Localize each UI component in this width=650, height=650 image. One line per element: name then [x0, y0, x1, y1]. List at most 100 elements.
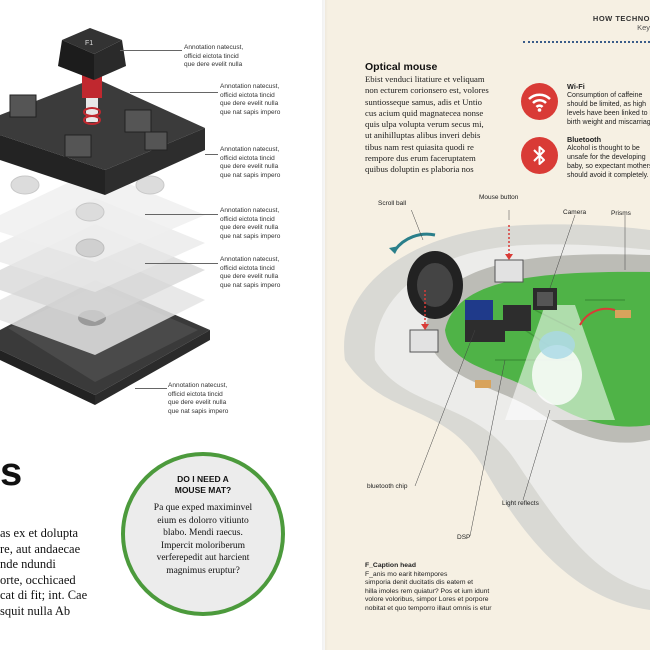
body-line: quis ulpa volupta verum secus mi,	[365, 119, 484, 130]
caption-line: hilla imoles rem quiatur? Pos et ium idu…	[365, 587, 490, 595]
caption-line: F_anis mo earit hitempores	[365, 570, 448, 578]
left-page: F1 Annotation natecust, officid eictota …	[0, 28, 310, 619]
annotation-line: Annotation natecust,	[168, 382, 228, 389]
annotation-1: Annotation natecust, officid eictota tin…	[184, 44, 274, 70]
bluetooth-note-line: should avoid it completely.	[567, 172, 649, 179]
body-line: nde ndundi	[0, 557, 56, 571]
wifi-note: Wi-Fi Consumption of caffeine should be …	[567, 82, 650, 127]
wifi-icon	[521, 83, 558, 120]
bluetooth-note-line: Alcohol is thought to be	[567, 145, 640, 152]
annotation-line: Annotation natecust,	[184, 44, 244, 51]
annotation-line: Annotation natecust,	[220, 83, 280, 90]
label-scroll-ball: Scroll ball	[378, 200, 407, 207]
annotation-line: que nat sapis impero	[168, 407, 229, 415]
wifi-note-line: Consumption of caffeine	[567, 92, 643, 99]
annotation-4: Annotation natecust, officid eictota tin…	[220, 207, 310, 241]
caption-line: nobitat et quo temporro illaut omnis is …	[365, 604, 492, 612]
body-line: rempore dus erum faceruptatem	[365, 153, 476, 164]
annotation-line: officid eictota tincid	[220, 91, 275, 99]
bluetooth-title: Bluetooth	[567, 135, 602, 144]
body-line: cat di fit; int. Cae	[0, 588, 88, 602]
mouse-mat-callout: DO I NEED A MOUSE MAT? Pa que exped maxi…	[121, 452, 285, 616]
annotation-line: que dere evelit nulla	[220, 224, 279, 231]
body-line: tibus nam rest quiasita quodi re	[365, 141, 474, 152]
annotation-line: que nat sapis impero	[220, 171, 281, 179]
annotation-line: que dere evelit nulla	[220, 100, 279, 107]
callout-question-line: DO I NEED A	[177, 474, 229, 484]
header-subtitle: Key	[637, 23, 650, 32]
callout-question: DO I NEED A MOUSE MAT?	[125, 474, 281, 496]
page-gutter	[322, 0, 328, 650]
body-line: orte, occhicaed	[0, 572, 76, 587]
wifi-note-line: birth weight and miscarriage	[567, 119, 650, 126]
annotation-6: Annotation natecust, officid eictota tin…	[168, 382, 258, 416]
annotation-line: que dere evelit nulla	[168, 399, 227, 406]
annotation-line: que dere evelit nulla	[220, 273, 279, 280]
annotation-line: que nat sapis impero	[220, 108, 281, 116]
body-line: cus acium quid magnatecea nonse	[365, 107, 484, 118]
label-light-reflects: Light reflects	[502, 500, 539, 507]
header-section: HOW TECHNO	[592, 14, 650, 23]
annotation-2: Annotation natecust, officid eictota tin…	[220, 83, 310, 117]
label-dsp: DSP	[457, 534, 471, 541]
callout-answer-line: verferepedit aut harcient	[156, 553, 250, 563]
svg-text:F1: F1	[85, 40, 93, 47]
keyboard-key-exploded-illustration: F1	[0, 28, 210, 405]
bluetooth-note-line: unsafe for the developing	[567, 154, 646, 161]
callout-question-line: MOUSE MAT?	[174, 485, 232, 495]
left-body-text: as ex et dolupta re, aut andaecae nde nd…	[0, 526, 87, 619]
annotation-leader	[135, 388, 167, 389]
body-line: ut anihilluptas alibus inveri debis	[365, 130, 481, 141]
annotation-line: officid eictota tincid	[220, 264, 275, 272]
annotation-5: Annotation natecust, officid eictota tin…	[220, 256, 310, 290]
section-heading-fragment: s	[0, 450, 23, 494]
body-line: non ecturem corionsero est, volores	[365, 85, 489, 96]
article-title: Optical mouse	[365, 61, 438, 73]
bluetooth-icon	[521, 137, 558, 174]
callout-answer-line: eium es dolorro vitiunto	[157, 515, 249, 526]
wifi-note-line: should be limited, as high	[567, 101, 646, 108]
article-body: Ebist venduci litatiure et veliquam non …	[365, 74, 489, 176]
annotation-leader	[145, 214, 218, 215]
label-bluetooth-chip: bluetooth chip	[367, 483, 408, 490]
body-line: Ebist venduci litatiure et veliquam	[365, 74, 485, 84]
caption-line: simporia denit ducitatis dis eatem et	[365, 579, 474, 587]
callout-answer: Pa que exped maximinvel eium es dolorro …	[125, 502, 281, 577]
wifi-note-line: levels have been linked to lo	[567, 110, 650, 117]
figure-caption: F_Caption head F_anis mo earit hitempore…	[365, 562, 492, 614]
callout-answer-line: magnimus eruptur?	[166, 565, 240, 576]
annotation-3: Annotation natecust, officid eictota tin…	[220, 146, 310, 180]
label-prisms: Prisms	[611, 210, 631, 217]
annotation-line: officid eictota tincid	[220, 154, 275, 162]
label-camera: Camera	[563, 209, 587, 216]
annotation-leader	[120, 50, 182, 51]
annotation-leader	[205, 154, 218, 155]
running-header: HOW TECHNO Key	[593, 14, 650, 32]
annotation-line: que nat sapis impero	[220, 232, 281, 240]
annotation-line: officid eictota tincid	[220, 215, 275, 223]
label-mouse-button: Mouse button	[479, 194, 519, 201]
callout-answer-line: blabo. Mendi raecus.	[163, 528, 243, 538]
annotation-line: Annotation natecust,	[220, 256, 280, 263]
bluetooth-note: Bluetooth Alcohol is thought to be unsaf…	[567, 135, 650, 180]
annotation-leader	[145, 263, 218, 264]
annotation-line: officid eictota tincid	[168, 390, 223, 398]
annotation-line: que nat sapis impero	[220, 281, 281, 289]
annotation-line: officid eictota tincid	[184, 52, 239, 60]
annotation-line: que dere evelit nulla	[184, 61, 243, 68]
header-dotted-rule	[523, 41, 650, 43]
optical-mouse-illustration	[344, 210, 650, 610]
right-page: HOW TECHNO Key Optical mouse Ebist vendu…	[325, 0, 650, 650]
body-line: suntiosseque samus, adis et Untio	[365, 96, 483, 107]
body-line: re, aut andaecae	[0, 541, 81, 556]
body-line: quibus doluptin es plaboria nos	[365, 164, 474, 175]
body-line: squit nulla Ab	[0, 603, 71, 618]
annotation-leader	[130, 92, 218, 93]
bluetooth-note-line: baby, so expectant mothers	[567, 163, 650, 170]
callout-answer-line: Impercit moloriberum	[160, 540, 246, 551]
wifi-title: Wi-Fi	[567, 82, 585, 91]
caption-head: F_Caption head	[365, 562, 416, 569]
annotation-line: Annotation natecust,	[220, 146, 280, 153]
annotation-line: que dere evelit nulla	[220, 163, 279, 170]
body-line: as ex et dolupta	[0, 526, 79, 540]
